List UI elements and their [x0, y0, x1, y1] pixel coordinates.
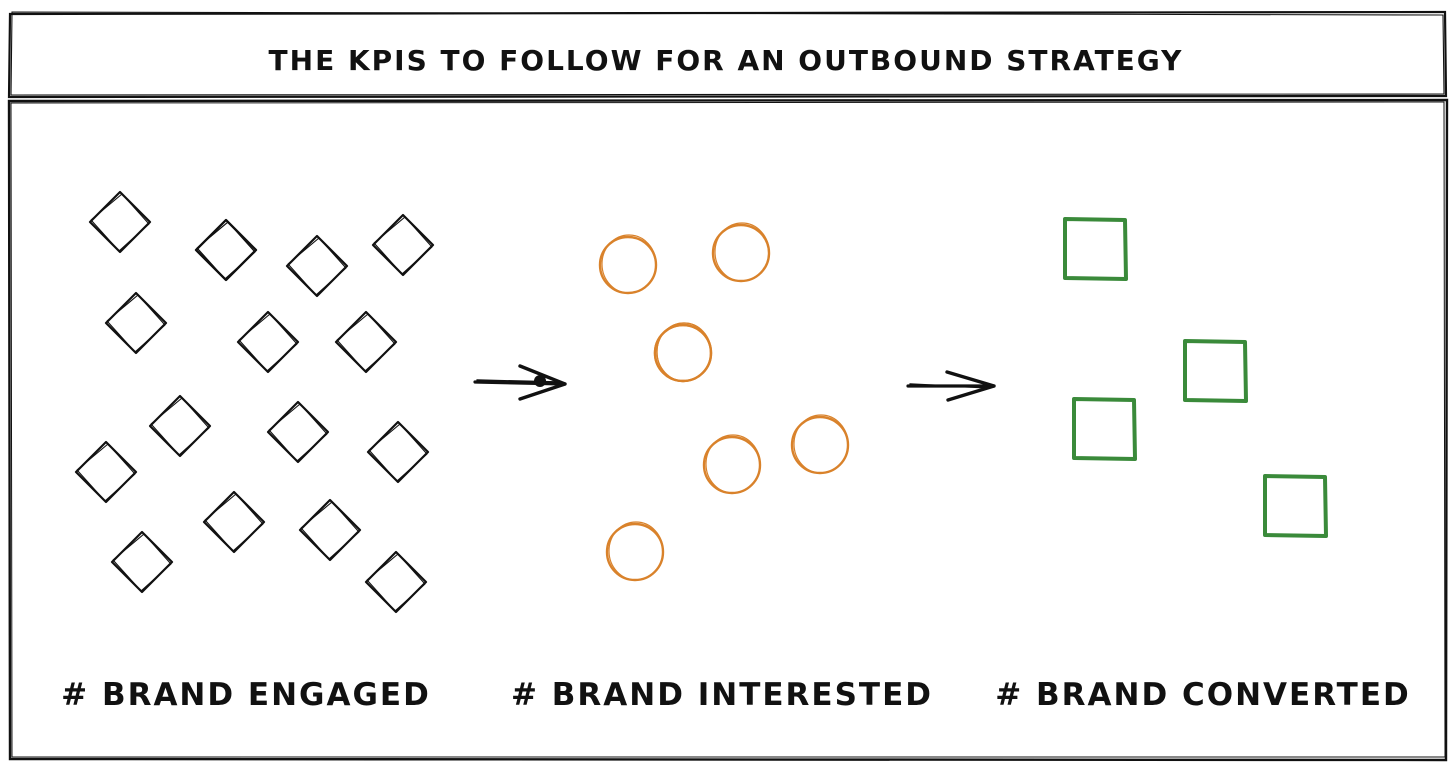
diamond-icon: [371, 213, 435, 277]
title-box-border: [7, 10, 1448, 99]
diamond-icon: [110, 530, 174, 594]
label-brand-engaged: # BRAND ENGAGED: [61, 677, 431, 713]
diagram-title: THE KPIS TO FOLLOW FOR AN OUTBOUND STRAT…: [269, 44, 1184, 77]
circle-icon: [605, 521, 665, 582]
square-icon: [1072, 397, 1137, 461]
circle-icon: [702, 434, 762, 495]
main-panel: [7, 98, 1449, 762]
diamond-icon: [236, 310, 300, 374]
diamond-icon: [74, 440, 138, 504]
diamond-icon: [366, 420, 430, 484]
arrow-right-icon: [906, 370, 996, 402]
diamond-icon: [364, 550, 428, 614]
diamond-icon: [334, 310, 398, 374]
engaged-brands-group: [74, 190, 435, 614]
square-icon: [1183, 339, 1248, 403]
diamond-icon: [194, 218, 258, 282]
circle-icon: [598, 234, 658, 295]
diamond-icon: [194, 218, 258, 282]
main-panel-border-sketch: [10, 101, 1446, 758]
square-icon: [1263, 474, 1328, 538]
diamond-icon: [298, 498, 362, 562]
converted-brands-group: [1063, 217, 1328, 538]
title-box-border-sketch: [10, 11, 1445, 96]
arrow-right-icon: [473, 364, 567, 401]
circle-icon: [653, 322, 713, 383]
title-box: THE KPIS TO FOLLOW FOR AN OUTBOUND STRAT…: [7, 10, 1448, 99]
interested-brands-group: [598, 222, 850, 582]
diamond-icon: [266, 400, 330, 464]
diamond-icon: [88, 190, 152, 254]
diamond-icon: [148, 394, 212, 458]
main-panel-border: [7, 98, 1449, 762]
label-brand-converted: # BRAND CONVERTED: [995, 677, 1410, 713]
label-brand-interested: # BRAND INTERESTED: [511, 677, 933, 713]
square-icon: [1063, 217, 1128, 281]
diamond-icon: [285, 234, 349, 298]
diamond-icon: [202, 490, 266, 554]
circle-icon: [790, 414, 850, 475]
diamond-icon: [104, 291, 168, 355]
circle-icon: [711, 222, 771, 283]
